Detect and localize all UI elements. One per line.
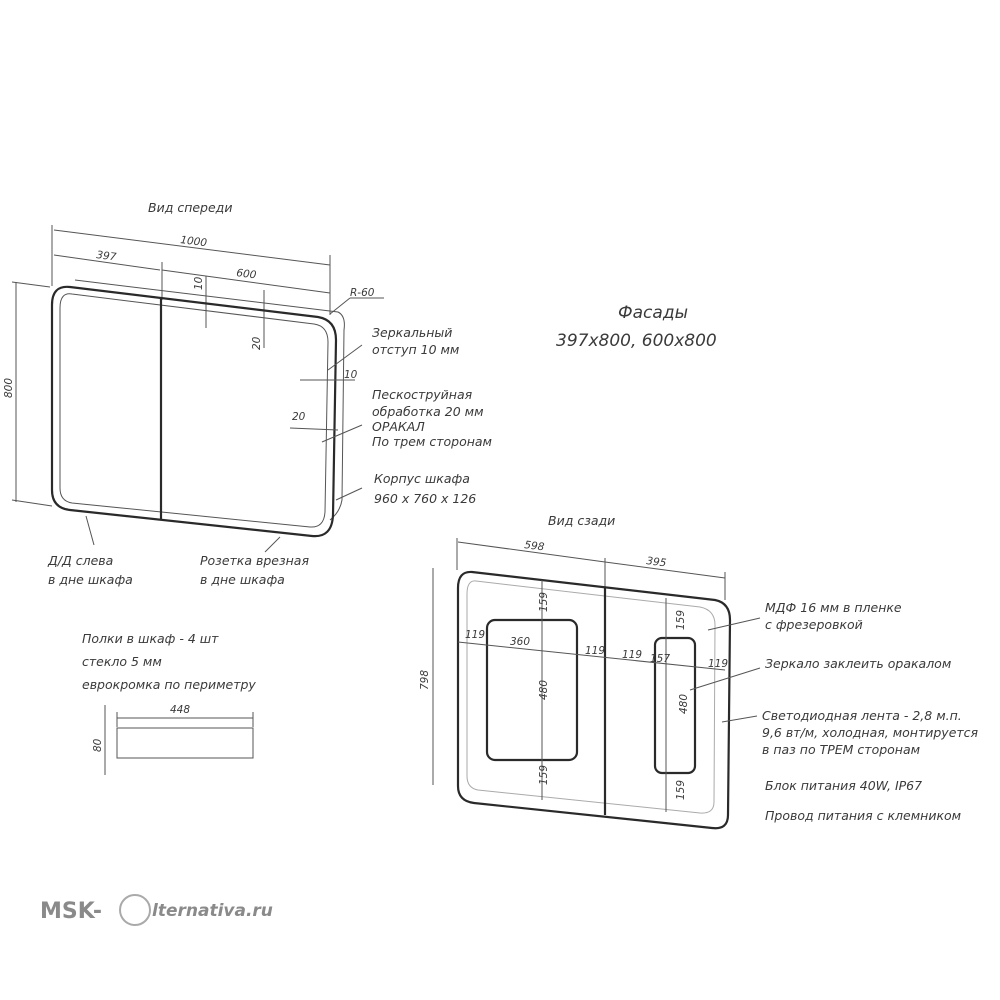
dim-397: 397 <box>96 249 118 263</box>
back-window-left <box>485 618 579 762</box>
back-panel-outline <box>456 570 732 830</box>
leader-line <box>689 667 761 691</box>
dim-back-480-right: 480 <box>678 694 690 714</box>
dim-back-360: 360 <box>510 636 530 648</box>
leader-line <box>707 617 761 631</box>
dim-line-397 <box>53 254 161 271</box>
shelf-dim-448: 448 <box>170 704 190 716</box>
dim-back-157: 157 <box>650 653 670 665</box>
dim-line-598 <box>457 541 606 563</box>
dim-back-119-mid2: 119 <box>622 649 642 661</box>
leader-line <box>327 344 363 371</box>
dim-line-side20 <box>289 427 339 431</box>
shelf-line-2: стекло 5 мм <box>82 654 162 669</box>
note-sand-2: обработка 20 мм <box>372 404 484 419</box>
radius-label: R-60 <box>350 287 375 299</box>
facades-sizes: 397x800, 600x800 <box>556 331 717 351</box>
dim-800: 800 <box>3 378 15 398</box>
dim-side-20: 20 <box>292 411 306 423</box>
dim-back-159-tr: 159 <box>675 610 687 630</box>
dim-back-159-br: 159 <box>675 780 687 800</box>
note-wire: Провод питания с клемником <box>765 808 961 823</box>
back-window-right <box>653 636 697 775</box>
shelf-line-1: Полки в шкаф - 4 шт <box>82 631 219 646</box>
dim-line-395 <box>604 561 726 579</box>
note-mirror-1: Зеркальный <box>372 325 452 340</box>
dim-395: 395 <box>646 555 668 569</box>
logo-lternativa: lternativa.ru <box>152 901 273 921</box>
note-socket-2: в дне шкафа <box>200 572 285 587</box>
dim-back-119-left: 119 <box>465 629 485 641</box>
dim-line-horizontal <box>457 641 726 671</box>
front-view-title: Вид спереди <box>148 200 232 215</box>
dim-600: 600 <box>236 267 258 281</box>
note-mdf-2: с фрезеровкой <box>765 617 863 632</box>
shelf-spec: Полки в шкаф - 4 шт стекло 5 мм еврокром… <box>82 631 256 775</box>
note-socket-1: Розетка врезная <box>200 553 309 568</box>
shelf-dim-80: 80 <box>92 738 104 752</box>
doors-outline <box>50 285 338 538</box>
dim-back-159-bl: 159 <box>538 765 550 785</box>
note-sand-1: Пескоструйная <box>372 387 473 402</box>
logo-at-icon <box>119 894 151 926</box>
shelf-line-3: еврокромка по периметру <box>82 677 256 692</box>
note-mdf-1: МДФ 16 мм в пленке <box>765 600 902 615</box>
leader-line <box>329 297 351 315</box>
note-led-2: 9,6 вт/м, холодная, монтируется <box>762 725 979 740</box>
dim-line-1000 <box>53 229 331 266</box>
dim-back-119-right: 119 <box>708 658 728 670</box>
dim-back-159-tl: 159 <box>538 592 550 612</box>
dim-back-119-mid: 119 <box>585 645 605 657</box>
mirror-inner-outline <box>59 293 329 528</box>
back-view: Вид сзади 598 395 798 159 159 159 159 48… <box>419 513 979 830</box>
ext-line <box>11 499 53 507</box>
dim-798: 798 <box>419 670 431 690</box>
back-view-title: Вид сзади <box>548 513 615 528</box>
note-mirror-2: отступ 10 мм <box>372 342 459 357</box>
cabinet-body <box>74 279 345 521</box>
note-body-2: 960 x 760 x 126 <box>374 491 476 506</box>
leader-line <box>85 515 95 546</box>
groove-line <box>466 580 716 814</box>
facades-title: Фасады <box>618 303 688 323</box>
logo-msk: MSK- <box>40 899 102 924</box>
note-dd-1: Д/Д слева <box>47 553 113 568</box>
note-body-1: Корпус шкафа <box>374 471 470 486</box>
dim-1000: 1000 <box>180 234 208 249</box>
dim-598: 598 <box>524 539 546 553</box>
dim-side-10: 10 <box>344 369 358 381</box>
dim-top-20: 20 <box>251 336 263 350</box>
front-view: Вид спереди 1000 397 600 800 10 20 R-60 … <box>3 200 492 587</box>
dim-line-600 <box>161 269 331 294</box>
shelf-rect <box>116 727 254 759</box>
ext-line <box>11 281 51 288</box>
leader-line <box>721 715 758 723</box>
site-logo: MSK- lternativa.ru <box>40 894 273 926</box>
note-dd-2: в дне шкафа <box>48 572 133 587</box>
note-led-3: в паз по ТРЕМ сторонам <box>762 742 920 757</box>
note-sand-3: ОРАКАЛ <box>372 419 425 434</box>
dim-back-480-left: 480 <box>538 680 550 700</box>
note-mirror-back: Зеркало заклеить оракалом <box>765 656 951 671</box>
note-sand-4: По трем сторонам <box>372 434 492 449</box>
leader-line <box>335 487 363 501</box>
note-led-1: Светодиодная лента - 2,8 м.п. <box>762 708 962 723</box>
leader-line <box>264 536 281 553</box>
leader-line <box>321 424 363 443</box>
dim-top-10: 10 <box>193 276 205 290</box>
note-psu: Блок питания 40W, IP67 <box>765 778 922 793</box>
